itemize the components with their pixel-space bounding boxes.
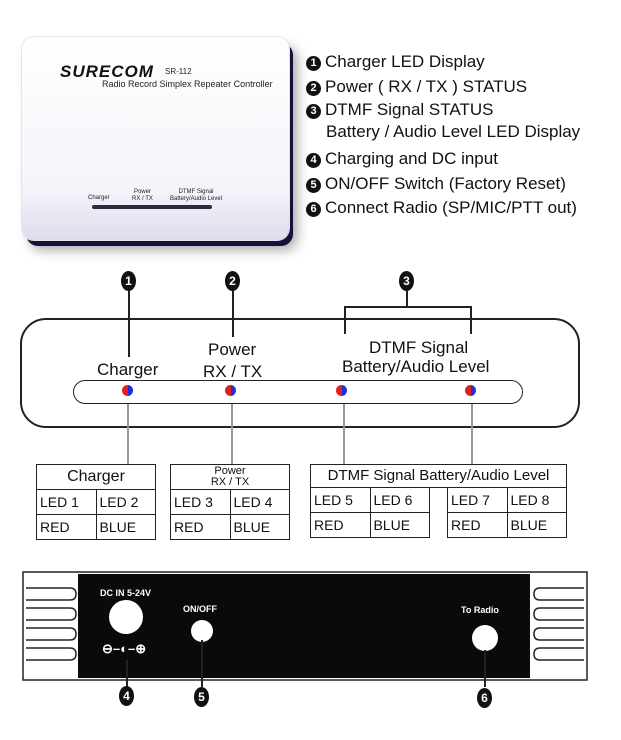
to-radio-label: To Radio: [461, 605, 499, 615]
table-cell: RED: [36, 514, 97, 540]
legend-number: 4: [306, 153, 321, 168]
marker-2: 2: [225, 271, 240, 291]
leader-line-4: [126, 660, 128, 687]
leader-line-1: [128, 291, 130, 357]
front-label-power: Power: [208, 340, 257, 359]
leader-line-6: [484, 650, 486, 687]
connector-charger: [127, 404, 129, 464]
table-cell: BLUE: [229, 514, 290, 540]
legend-text: Battery / Audio Level LED Display: [326, 122, 581, 141]
legend-number: 3: [306, 104, 321, 119]
legend-number: 1: [306, 56, 321, 71]
device-label-dtmf: DTMF Signal Battery/Audio Level: [170, 189, 223, 202]
legend-text: Connect Radio (SP/MIC/PTT out): [325, 198, 577, 217]
led-battery-indicator: [465, 385, 476, 396]
legend-text: Power ( RX / TX ) STATUS: [325, 77, 528, 96]
table-cell: BLUE: [95, 514, 156, 540]
legend-text: Charger LED Display: [325, 52, 485, 71]
model-number: SR-112: [165, 67, 192, 76]
marker-1: 1: [121, 271, 136, 291]
legend-item-6: 6 Connect Radio (SP/MIC/PTT out): [306, 197, 577, 219]
legend-item-5: 5 ON/OFF Switch (Factory Reset): [306, 173, 566, 195]
legend-item-3: 3 DTMF Signal STATUS: [306, 99, 493, 121]
table-cell: BLUE: [369, 512, 430, 538]
marker-5: 5: [194, 687, 209, 707]
marker-4: 4: [119, 686, 134, 706]
leader-line-3-right: [470, 306, 472, 334]
legend-item-3-cont: Battery / Audio Level LED Display: [326, 121, 580, 143]
led-dtmf-indicator: [336, 385, 347, 396]
legend-number: 5: [306, 178, 321, 193]
device-label-power: Power RX / TX: [132, 189, 153, 202]
led-strip: [73, 380, 523, 404]
table-cell: LED 7: [447, 487, 508, 513]
table-cell: RED: [310, 512, 371, 538]
device-led-slot: [92, 205, 212, 209]
table-cell: RED: [170, 514, 231, 540]
front-panel-outline: [20, 318, 580, 428]
dc-in-label: DC IN 5-24V: [100, 588, 152, 598]
brand-logo: SURECOM: [60, 62, 154, 81]
dc-input-jack[interactable]: [109, 600, 143, 634]
on-off-label: ON/OFF: [183, 604, 217, 614]
legend-text: Charging and DC input: [325, 149, 498, 168]
leader-line-3-bracket: [344, 306, 471, 308]
table-cell: LED 3: [170, 489, 231, 515]
front-label-rxtx: RX / TX: [203, 362, 263, 381]
table-title-line-2: RX / TX: [210, 476, 250, 488]
table-cell: LED 4: [229, 489, 290, 515]
table-cell: LED 5: [310, 487, 371, 513]
device-label-charger: Charger: [88, 195, 110, 201]
connector-dtmf: [343, 404, 345, 464]
front-label-battery: Battery/Audio Level: [342, 357, 490, 376]
table-cell: RED: [447, 512, 508, 538]
radio-connector-jack[interactable]: [472, 625, 498, 651]
leader-line-3-left: [344, 306, 346, 334]
leader-line-2: [232, 291, 234, 337]
marker-6: 6: [477, 688, 492, 708]
legend-text: ON/OFF Switch (Factory Reset): [325, 174, 566, 193]
legend-item-4: 4 Charging and DC input: [306, 148, 498, 170]
legend-item-2: 2 Power ( RX / TX ) STATUS: [306, 76, 527, 98]
table-cell: LED 1: [36, 489, 97, 515]
table-cell: LED 6: [369, 487, 430, 513]
table-cell: LED 2: [95, 489, 156, 515]
table-cell: BLUE: [506, 512, 567, 538]
connector-power: [231, 404, 233, 464]
led-charger-indicator: [122, 385, 133, 396]
marker-3: 3: [399, 271, 414, 291]
legend-item-1: 1 Charger LED Display: [306, 51, 485, 73]
table-cell: LED 8: [506, 487, 567, 513]
leader-line-5: [201, 640, 203, 687]
polarity-icon: ⊖–◐–⊕: [102, 641, 147, 656]
on-off-switch[interactable]: [191, 620, 213, 642]
connector-battery: [471, 404, 473, 464]
legend-text: DTMF Signal STATUS: [325, 100, 494, 119]
front-label-dtmf: DTMF Signal: [369, 338, 469, 357]
table-dtmf-title: DTMF Signal Battery/Audio Level: [310, 464, 567, 488]
table-title-line-1: Power: [214, 465, 246, 477]
front-label-charger: Charger: [97, 360, 159, 379]
legend-number: 2: [306, 81, 321, 96]
device-subtitle: Radio Record Simplex Repeater Controller: [102, 79, 273, 89]
rear-panel-heatsink: [22, 571, 588, 681]
leader-line-3-stem: [406, 291, 408, 307]
led-power-indicator: [225, 385, 236, 396]
table-title: Charger: [36, 464, 156, 490]
legend-number: 6: [306, 202, 321, 217]
